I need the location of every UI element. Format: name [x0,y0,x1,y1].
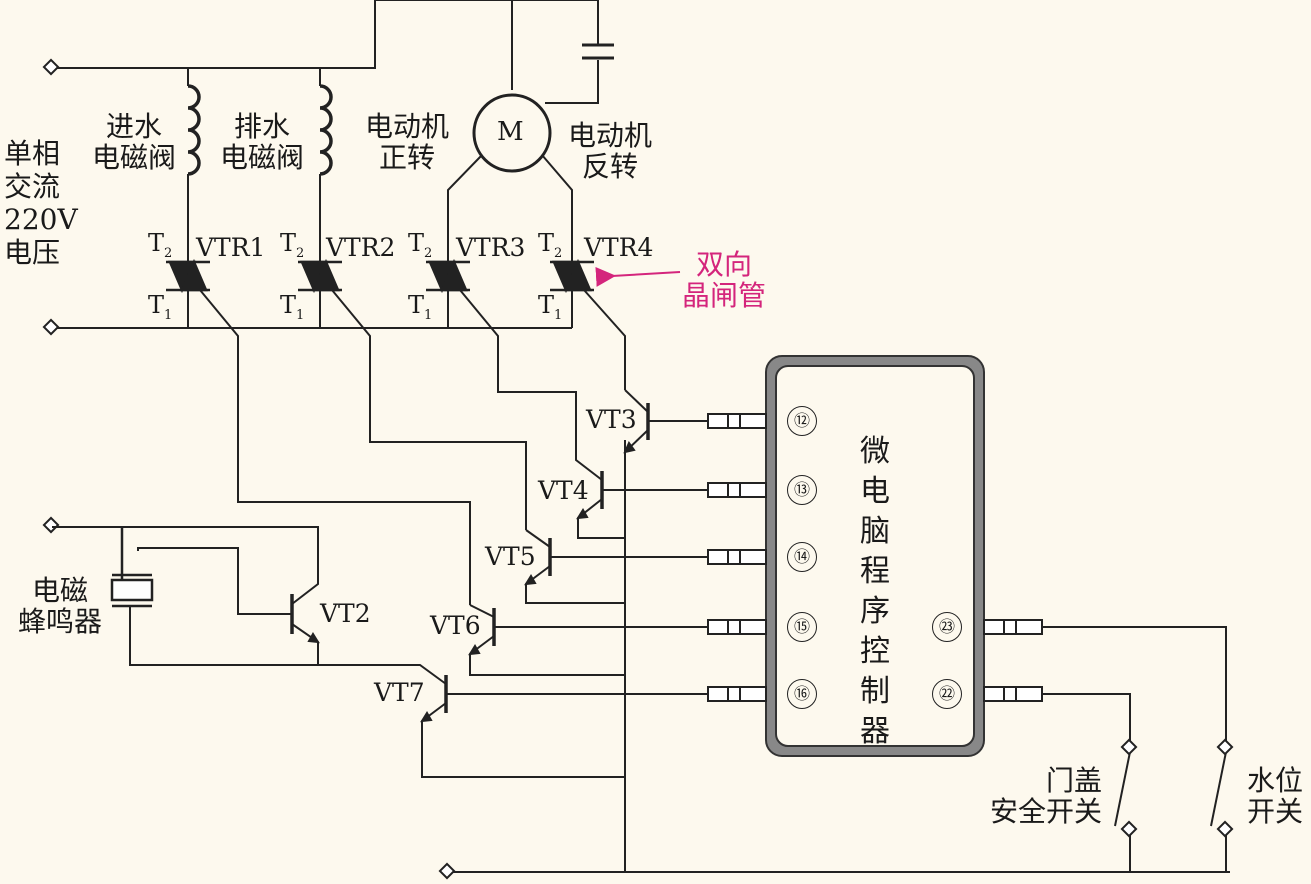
left-connectors [707,413,767,702]
vtr4-t1-label: T1 [538,291,563,323]
triac-annotation: 双向 晶闸管 [682,248,767,312]
drain-valve-label: 排水 电磁阀 [220,110,305,174]
vtr1-t1-label: T1 [148,291,173,323]
inlet-valve-coil [187,84,201,176]
door-switch-blade [1114,751,1131,827]
vtr4-symbol [550,258,594,294]
vtr3-t2-label: T2 [408,229,433,261]
switch-wires [1042,626,1227,872]
transistor-symbols [52,389,710,778]
switch-contacts [1120,738,1234,838]
vtr1-symbol [166,258,210,294]
door-switch-label: 门盖 安全开关 [990,764,1103,828]
power-wires [52,0,1230,873]
vt5-label: VT5 [485,542,536,571]
vtr1-label: VTR1 [196,233,266,262]
vtr4-label: VTR4 [584,233,654,262]
motor-forward-label: 电动机 正转 [365,110,450,174]
pin-13: ⑬ [787,475,817,505]
vt3-symbol [623,389,710,454]
vtr3-label: VTR3 [456,233,526,262]
pin-15: ⑮ [787,612,817,642]
right-connectors [983,619,1043,702]
controller-label: 微电脑程序控制器 [860,434,890,749]
pin-23: ㉓ [932,612,962,642]
capacitor [582,43,614,60]
buzzer-symbol [110,527,154,608]
annotation-arrow [595,266,681,287]
vtr1-t2-label: T2 [148,229,173,261]
motor-symbol-label: M [497,117,524,147]
vtr2-symbol [298,258,342,294]
supply-voltage-label: 单相 交流 220V 电压 [4,137,78,269]
vt7-label: VT7 [374,678,425,707]
vtr4-t2-label: T2 [538,229,563,261]
motor-reverse-label: 电动机 反转 [568,119,653,183]
motor [472,93,552,173]
vtr2-t2-label: T2 [280,229,305,261]
water-switch-label: 水位 开关 [1247,764,1304,828]
terminals [42,58,456,880]
buzzer-label: 电磁 蜂鸣器 [18,574,103,638]
vtr3-symbol [426,258,470,294]
pin-12: ⑫ [787,406,817,436]
vt5-symbol [524,529,710,604]
inlet-valve-label: 进水 电磁阀 [92,110,177,174]
drain-valve-coil [319,84,333,176]
vtr3-t1-label: T1 [408,291,433,323]
pin-14: ⑭ [787,542,817,572]
vt7-symbol [318,664,710,778]
vt2-symbol [52,526,320,666]
vt6-symbol [468,604,710,676]
water-switch-blade [1210,751,1227,827]
triac-symbols [166,258,594,294]
vt3-label: VT3 [586,405,637,434]
vt4-label: VT4 [538,476,589,505]
vtr2-t1-label: T1 [280,291,305,323]
gate-wires [199,289,626,605]
controller-box [765,355,985,757]
vtr2-label: VTR2 [326,233,396,262]
vt2-label: VT2 [320,599,371,628]
ground-bus [448,440,626,873]
vt6-label: VT6 [430,611,481,640]
live-rail [52,0,599,69]
pin-22: ㉒ [932,679,962,709]
pin-16: ⑯ [787,679,817,709]
vt4-symbol [575,450,710,539]
